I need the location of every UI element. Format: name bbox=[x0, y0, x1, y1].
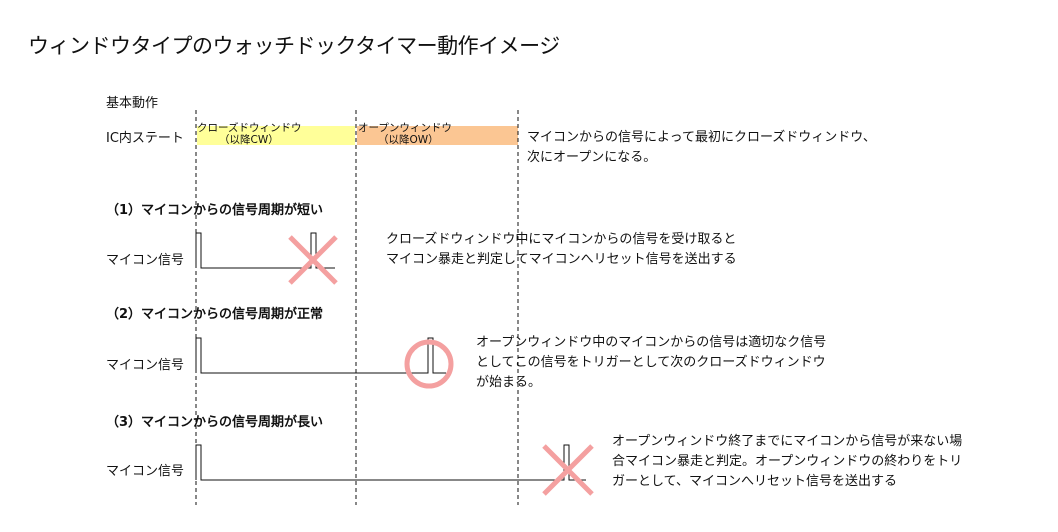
case2-signal-waveform bbox=[195, 337, 446, 374]
closed-window-bar bbox=[197, 126, 355, 145]
case1-description: クローズドウィンドウ中にマイコンからの信号を受け取ると マイコン暴走と判定してマ… bbox=[386, 230, 737, 270]
case3-description: オープンウィンドウ終了までにマイコンから信号が来ない場 合マイコン暴走と判定。オ… bbox=[612, 432, 962, 492]
open-window-bar bbox=[357, 126, 518, 145]
case3-description-line2: 合マイコン暴走と判定。オープンウィンドウの終わりをトリ bbox=[612, 454, 963, 469]
open-window-label: オープンウィンドウ （以降OW） bbox=[358, 122, 452, 146]
case1-description-line1: クローズドウィンドウ中にマイコンからの信号を受け取ると bbox=[386, 232, 737, 247]
case2-description-line1: オープンウィンドウ中のマイコンからの信号は適切なク信号 bbox=[476, 335, 827, 350]
case3-cross-mark bbox=[542, 444, 594, 496]
open-window-label-line1: オープンウィンドウ bbox=[358, 122, 452, 134]
basic-note-line1: マイコンからの信号によって最初にクローズドウィンドウ、 bbox=[527, 130, 876, 145]
case2-description-line3: が始まる。 bbox=[476, 375, 542, 390]
case3-description-line1: オープンウィンドウ終了までにマイコンから信号が来ない場 bbox=[612, 434, 963, 449]
open-window-label-line2: （以降OW） bbox=[378, 134, 439, 146]
case3-heading: （3）マイコンからの信号周期が長い bbox=[106, 415, 324, 430]
case3-description-line3: ガーとして、マイコンへリセット信号を送出する bbox=[612, 474, 897, 489]
ic-state-label: IC内ステート bbox=[106, 131, 184, 146]
case1-cross-mark bbox=[288, 235, 338, 285]
case2-signal-label: マイコン信号 bbox=[106, 358, 185, 373]
closed-window-label-line2: （以降CW） bbox=[219, 134, 279, 146]
case2-description: オープンウィンドウ中のマイコンからの信号は適切なク信号 としてこの信号をトリガー… bbox=[476, 333, 826, 393]
case2-description-line2: としてこの信号をトリガーとして次のクローズドウィンドウ bbox=[476, 355, 826, 370]
closed-window-label-line1: クローズドウィンドウ bbox=[197, 122, 302, 134]
basic-note-line2: 次にオープンになる。 bbox=[527, 150, 657, 165]
page-title: ウィンドウタイプのウォッチドックタイマー動作イメージ bbox=[28, 34, 560, 58]
case2-circle-mark bbox=[404, 339, 454, 389]
case3-signal-waveform bbox=[195, 444, 586, 481]
case2-heading: （2）マイコンからの信号周期が正常 bbox=[106, 307, 324, 322]
case3-signal-label: マイコン信号 bbox=[106, 464, 185, 479]
case1-description-line2: マイコン暴走と判定してマイコンへリセット信号を送出する bbox=[386, 252, 737, 267]
case1-heading: （1）マイコンからの信号周期が短い bbox=[106, 203, 324, 218]
basic-note: マイコンからの信号によって最初にクローズドウィンドウ、 次にオープンになる。 bbox=[527, 128, 876, 168]
basic-operation-label: 基本動作 bbox=[106, 96, 159, 111]
case1-signal-label: マイコン信号 bbox=[106, 253, 185, 268]
closed-window-label: クローズドウィンドウ （以降CW） bbox=[197, 122, 301, 146]
